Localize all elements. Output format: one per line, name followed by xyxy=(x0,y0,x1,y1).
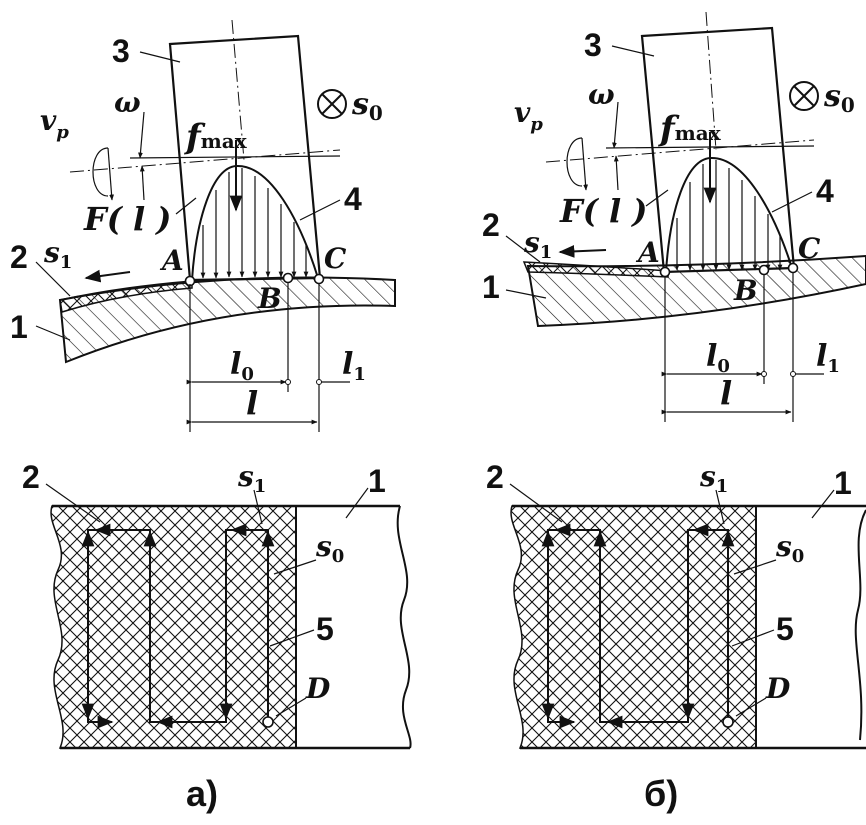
plan-treated-zone xyxy=(50,505,297,749)
plan-label-d: D xyxy=(305,672,331,705)
caption-b: б) xyxy=(644,773,678,814)
plan-label-d: D xyxy=(765,672,791,705)
rotation-axis xyxy=(69,149,341,173)
label-point-c: C xyxy=(798,232,821,265)
label-tool: 3 xyxy=(112,33,130,69)
label-l0: l0 xyxy=(706,339,730,377)
panel-a: 3 4 2 1 A B C fmax F( l ) ω vp s0 s1 l0 … xyxy=(10,19,412,814)
label-layer: 2 xyxy=(10,239,28,275)
leader-lines xyxy=(505,45,813,299)
label-vp: vp xyxy=(40,104,69,143)
label-l1: l1 xyxy=(342,347,366,385)
caption-a: а) xyxy=(186,773,218,814)
dimension-lines xyxy=(186,282,350,432)
rotation-vp-icon xyxy=(566,137,583,187)
plan-point-d-marker xyxy=(722,716,734,728)
rotation-axis xyxy=(545,139,815,163)
point-a-marker xyxy=(659,266,671,278)
plan-label-s1: s1 xyxy=(237,460,266,497)
plan-track-arrows xyxy=(81,523,275,729)
tool-axis xyxy=(705,11,717,151)
label-omega: ω xyxy=(588,78,615,111)
plan-treated-zone xyxy=(510,505,757,749)
coating-layer xyxy=(59,280,193,313)
plan-label-layer: 2 xyxy=(22,459,40,495)
label-omega: ω xyxy=(114,86,141,119)
label-point-b: B xyxy=(733,274,758,307)
plan-right-break xyxy=(396,505,412,749)
point-c-marker xyxy=(787,262,799,274)
plan-label-s0: s0 xyxy=(775,530,804,567)
label-fmax: fmax xyxy=(184,117,248,157)
plan-track-arrows xyxy=(541,523,735,729)
label-vp: vp xyxy=(514,96,543,135)
label-workpiece: 1 xyxy=(482,269,500,305)
feed-s0-icon xyxy=(317,89,347,119)
omega-arrow xyxy=(138,111,145,159)
label-tool: 3 xyxy=(584,27,602,63)
label-fmax: fmax xyxy=(658,109,722,149)
pressure-arrows xyxy=(674,160,783,271)
point-c-marker xyxy=(313,273,325,285)
label-point-c: C xyxy=(324,242,347,275)
label-epure: 4 xyxy=(344,181,362,217)
tool-body xyxy=(640,26,796,274)
plan-leaders xyxy=(45,483,369,717)
point-b-marker xyxy=(758,264,770,276)
label-l: l xyxy=(720,374,732,412)
label-s0: s0 xyxy=(823,79,855,117)
s1-arrow xyxy=(558,244,607,258)
label-layer: 2 xyxy=(482,207,500,243)
s1-arrow xyxy=(84,269,131,283)
plan-label-layer: 2 xyxy=(486,459,504,495)
leader-lines xyxy=(35,51,341,341)
panel-b: 3 4 2 1 A B C fmax F( l ) ω vp s0 s1 l0 … xyxy=(482,11,866,814)
omega-arrow xyxy=(612,101,619,149)
label-s1: s1 xyxy=(43,236,72,273)
rotation-vp-icon xyxy=(92,147,109,197)
plan-label-s0: s0 xyxy=(315,530,344,567)
plan-label-work: 1 xyxy=(368,463,386,499)
point-b-marker xyxy=(282,272,294,284)
label-l1: l1 xyxy=(816,339,840,377)
plan-label-work: 1 xyxy=(834,465,852,501)
label-point-a: A xyxy=(159,244,184,277)
plan-right-break xyxy=(854,509,866,741)
plan-leaders xyxy=(509,483,835,717)
label-epure: 4 xyxy=(816,173,834,209)
label-workpiece: 1 xyxy=(10,309,28,345)
plan-label-track: 5 xyxy=(776,611,794,647)
label-l0: l0 xyxy=(230,347,254,385)
feed-s0-icon xyxy=(789,81,819,111)
plan-point-d-marker xyxy=(262,716,274,728)
label-s1: s1 xyxy=(523,226,552,263)
plan-label-track: 5 xyxy=(316,611,334,647)
dimension-lines xyxy=(661,272,824,422)
label-point-a: A xyxy=(635,236,660,269)
label-l: l xyxy=(246,384,258,422)
label-force: F( l ) xyxy=(83,200,171,238)
label-force: F( l ) xyxy=(559,192,647,230)
label-s0: s0 xyxy=(351,87,383,125)
pressure-arrows xyxy=(200,168,309,279)
label-point-b: B xyxy=(257,282,282,315)
plan-label-s1: s1 xyxy=(699,460,728,497)
